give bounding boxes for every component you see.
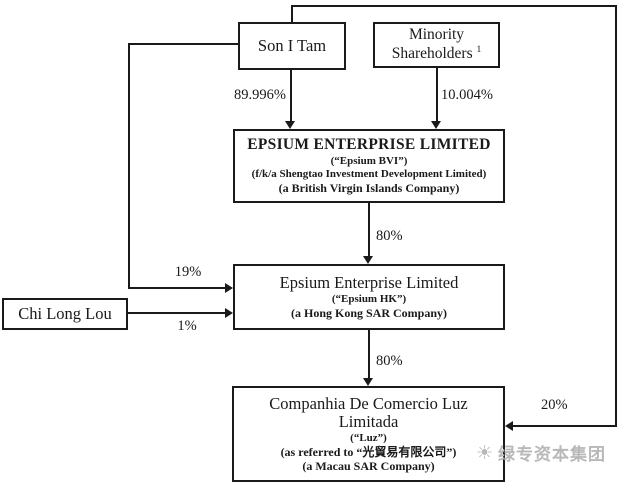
edge-hk-to-luz-label: 80% — [376, 353, 403, 369]
edge-son-to-bvi-arrowhead — [285, 121, 295, 129]
edge-son-to-luz-line-right — [615, 5, 617, 427]
edge-bvi-to-hk-arrowhead — [363, 256, 373, 264]
edge-hk-to-luz-arrowhead — [363, 378, 373, 386]
node-luz-title-line2: Limitada — [338, 412, 399, 432]
edge-chi-to-hk-line — [128, 312, 225, 314]
watermark: ☀ 绿专资本集团 — [476, 440, 607, 466]
node-luz: Companhia De Comercio Luz Limitada (“Luz… — [232, 386, 505, 482]
edge-hk-to-luz-line — [368, 330, 370, 378]
node-epsium-hk-title: Epsium Enterprise Limited — [279, 273, 459, 293]
node-epsium-bvi-fka: (f/k/a Shengtao Investment Development L… — [251, 168, 487, 181]
node-epsium-bvi: EPSIUM ENTERPRISE LIMITED (“Epsium BVI”)… — [233, 129, 505, 203]
edge-son-to-luz-line-bottom — [513, 425, 615, 427]
edge-son-to-hk-arrowhead — [225, 283, 233, 293]
node-epsium-hk-jurisdiction: (a Hong Kong SAR Company) — [290, 306, 448, 321]
footnote-ref: 1 — [476, 44, 482, 56]
node-minority-line2: Shareholders 1 — [391, 44, 482, 63]
node-luz-referred: (as referred to “光貿易有限公司”) — [280, 445, 457, 459]
node-minority-line1: Minority — [408, 25, 465, 43]
node-luz-title-line1: Companhia De Comercio Luz — [269, 394, 468, 414]
node-epsium-hk-alias: (“Epsium HK”) — [331, 293, 407, 306]
edge-son-to-luz-label: 20% — [541, 397, 568, 413]
node-epsium-hk: Epsium Enterprise Limited (“Epsium HK”) … — [233, 264, 505, 330]
edge-son-to-hk-line-left — [128, 43, 130, 289]
watermark-text: 绿专资本集团 — [498, 445, 607, 465]
node-son-i-tam-label: Son I Tam — [257, 36, 327, 56]
edge-son-to-bvi-label: 89.996% — [234, 87, 286, 103]
edge-son-to-hk-line-bottom — [128, 287, 225, 289]
edge-son-to-hk-line-top — [128, 43, 238, 45]
node-epsium-bvi-jurisdiction: (a British Virgin Islands Company) — [278, 181, 460, 196]
edge-son-to-luz-arrowhead — [505, 421, 513, 431]
edge-son-to-luz-line-up — [291, 5, 293, 22]
node-luz-jurisdiction: (a Macau SAR Company) — [302, 459, 435, 474]
node-epsium-bvi-alias: (“Epsium BVI”) — [330, 154, 408, 167]
edge-chi-to-hk-arrowhead — [225, 308, 233, 318]
edge-bvi-to-hk-label: 80% — [376, 228, 403, 244]
node-chi-long-lou: Chi Long Lou — [2, 298, 128, 330]
edge-minority-to-bvi-arrowhead — [431, 121, 441, 129]
edge-son-to-bvi-line — [290, 70, 292, 122]
edge-chi-to-hk-label: 1% — [177, 318, 197, 334]
edge-son-to-hk-label: 19% — [174, 264, 202, 280]
edge-minority-to-bvi-label: 10.004% — [441, 87, 493, 103]
edge-minority-to-bvi-line — [436, 68, 438, 122]
greenpro-logo-icon: ☀ — [476, 441, 495, 464]
node-son-i-tam: Son I Tam — [238, 22, 346, 70]
node-chi-long-lou-label: Chi Long Lou — [18, 304, 112, 324]
edge-bvi-to-hk-line — [368, 203, 370, 256]
node-epsium-bvi-title: EPSIUM ENTERPRISE LIMITED — [247, 136, 491, 154]
edge-son-to-luz-line-top — [291, 5, 617, 7]
node-minority-shareholders: Minority Shareholders 1 — [373, 22, 500, 68]
node-luz-alias: (“Luz”) — [350, 431, 387, 444]
